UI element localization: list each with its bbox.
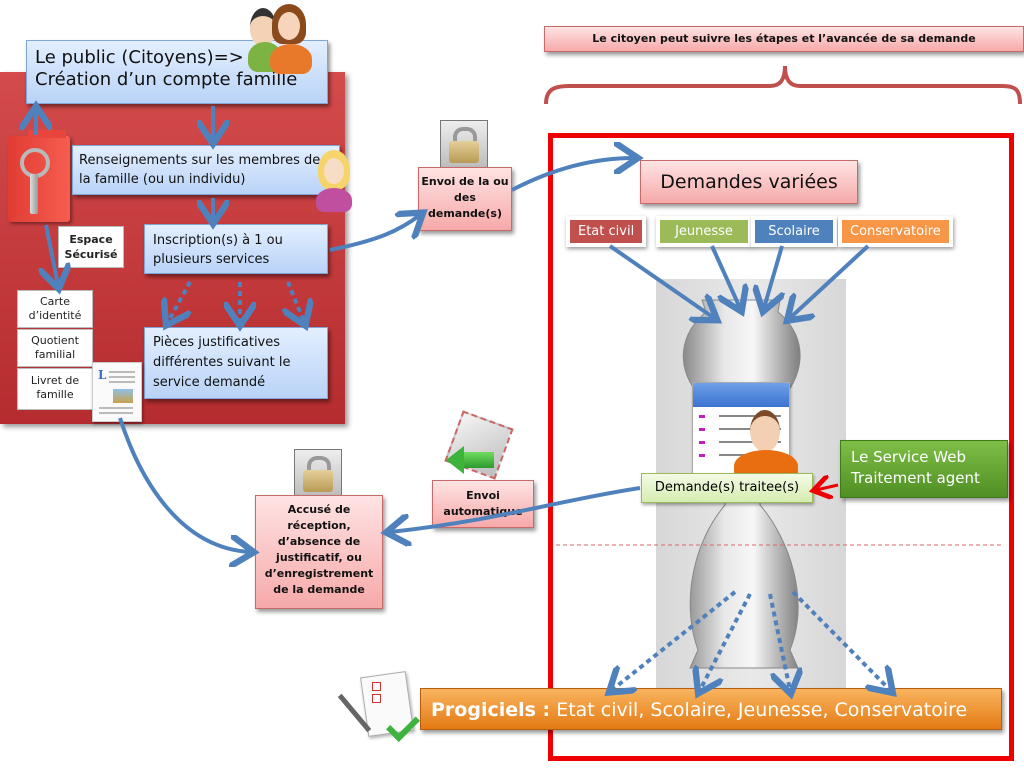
arrow — [790, 244, 870, 318]
woman-avatar-icon — [314, 150, 354, 212]
processed-requests-label: Demande(s) traitee(s) — [641, 473, 813, 503]
processed-requests-text: Demande(s) traitee(s) — [654, 480, 800, 495]
arrow — [511, 158, 634, 192]
document-item: Carte d’identité — [17, 290, 93, 328]
title-line-1: Le public (Citoyens)=> — [35, 47, 244, 68]
title-line-2: Création d’un compte famille — [35, 69, 298, 90]
secure-folder-key-icon — [8, 130, 70, 222]
citizens-avatar-icon — [248, 4, 314, 76]
dashed-arrow — [768, 593, 790, 690]
document-label: Carte d’identité — [28, 295, 82, 322]
registration-box: Inscription(s) à 1 ou plusieurs services — [144, 224, 328, 274]
send-request-box: Envoi de la ou des demande(s) — [418, 167, 512, 231]
dotted-arrow — [168, 281, 192, 322]
requests-title-text: Demandes variées — [660, 171, 838, 193]
supporting-documents-text: Pièces justificatives différentes suivan… — [153, 335, 291, 390]
dashed-arrow — [700, 593, 752, 690]
brace-bracket — [544, 65, 1022, 105]
category-label: Scolaire — [768, 224, 820, 239]
dotted-arrow — [288, 281, 304, 322]
arrow — [710, 245, 740, 308]
family-info-box: Renseignements sur les membres de la fam… — [72, 145, 340, 195]
registration-text: Inscription(s) à 1 ou plusieurs services — [153, 233, 283, 267]
category-label: Etat civil — [578, 224, 635, 239]
arrow — [608, 244, 714, 318]
category-label: Jeunesse — [675, 224, 733, 239]
document-label: Livret de famille — [30, 374, 80, 401]
requests-title: Demandes variées — [640, 160, 858, 204]
secure-space-text: Espace Sécurisé — [64, 233, 118, 261]
receipt-box: Accusé de réception, d’absence de justif… — [255, 495, 383, 609]
document-item: Livret de famille — [17, 368, 93, 410]
software-list: Etat civil, Scolaire, Jeunesse, Conserva… — [550, 699, 968, 721]
checklist-icon — [337, 670, 420, 742]
send-request-text: Envoi de la ou des demande(s) — [421, 175, 509, 220]
category-label: Conservatoire — [850, 224, 941, 239]
receipt-text: Accusé de réception, d’absence de justif… — [264, 503, 374, 596]
arrow — [329, 215, 420, 252]
dashed-arrow — [612, 590, 737, 690]
family-info-text: Renseignements sur les membres de la fam… — [79, 153, 321, 187]
dashed-arrow — [791, 590, 890, 690]
arrow — [46, 224, 58, 285]
web-service-text: Le Service Web Traitement agent — [851, 448, 980, 487]
software-label: Progiciels : — [431, 699, 551, 721]
arrow — [764, 245, 782, 308]
category-scolaire: Scolaire — [751, 216, 837, 247]
web-service-box: Le Service Web Traitement agent — [840, 440, 1008, 498]
arrow — [118, 417, 250, 552]
supporting-documents-box: Pièces justificatives différentes suivan… — [144, 327, 328, 399]
arrow — [390, 486, 641, 532]
document-item: Quotient familial — [17, 329, 93, 367]
category-etat-civil: Etat civil — [566, 216, 647, 247]
processing-frame — [548, 133, 1014, 761]
padlock-icon — [440, 120, 488, 168]
category-conservatoire: Conservatoire — [838, 216, 953, 247]
document-label: Quotient familial — [31, 334, 79, 361]
tracking-banner-text: Le citoyen peut suivre les étapes et l’a… — [592, 32, 976, 45]
tracking-banner: Le citoyen peut suivre les étapes et l’a… — [544, 26, 1024, 52]
category-jeunesse: Jeunesse — [656, 216, 752, 247]
red-arrow — [816, 485, 839, 490]
envelope-return-icon — [440, 410, 514, 484]
secure-space-label: Espace Sécurisé — [58, 226, 124, 268]
padlock-icon — [294, 449, 342, 497]
document-page-icon: L — [92, 362, 142, 422]
